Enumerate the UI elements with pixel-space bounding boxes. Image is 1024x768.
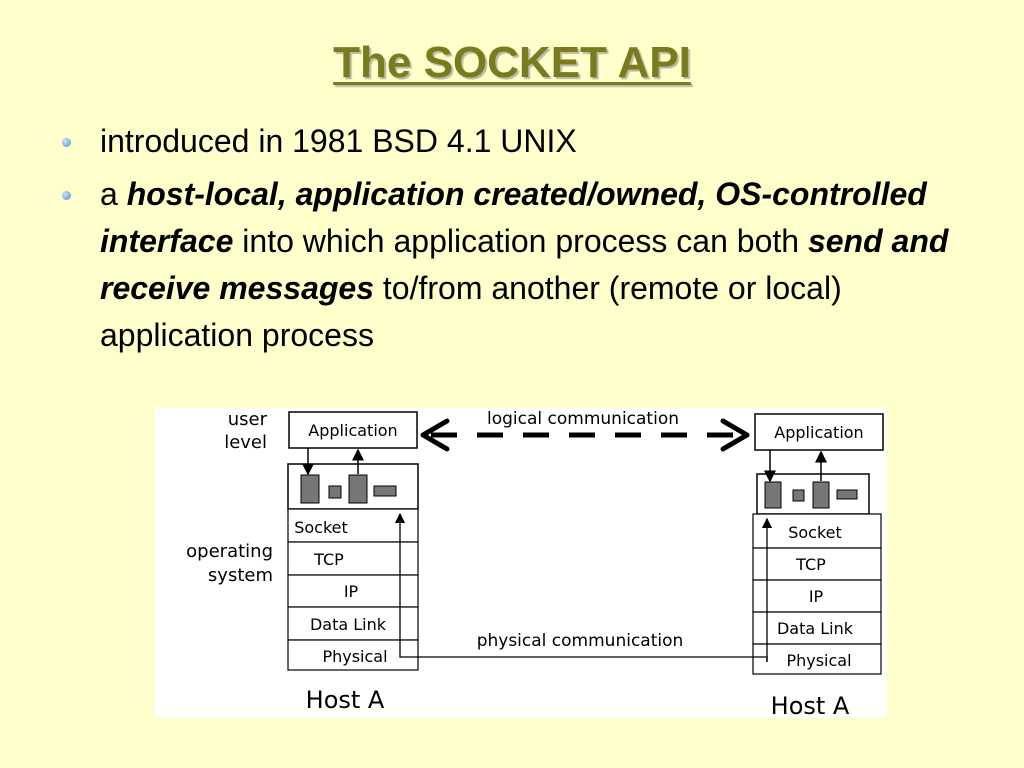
left-block-2 (328, 485, 342, 499)
logical-communication-arrow: logical communication (420, 409, 750, 452)
user-level-label-1: user (228, 409, 268, 430)
right-application-box (754, 413, 884, 451)
bullet-list: introduced in 1981 BSD 4.1 UNIX a host-l… (60, 118, 960, 365)
socket-diagram: user level operating system Application … (155, 408, 887, 720)
right-block-3 (812, 481, 830, 509)
slide-title: The SOCKET API (333, 38, 691, 87)
left-layer-socket: Socket (294, 518, 348, 537)
bullet-text: introduced in 1981 BSD 4.1 UNIX (100, 123, 577, 159)
left-layer-datalink: Data Link (310, 615, 387, 634)
right-block-4 (836, 489, 858, 500)
left-layer-physical: Physical (322, 647, 387, 666)
physical-communication-line: physical communication (399, 631, 768, 662)
physical-communication-label: physical communication (477, 631, 684, 651)
bullet-item-1: introduced in 1981 BSD 4.1 UNIX (60, 118, 960, 165)
right-layer-datalink: Data Link (777, 619, 854, 638)
left-host-label: Host A (306, 686, 385, 714)
left-block-4 (373, 485, 397, 497)
left-layer-tcp: TCP (313, 550, 344, 569)
os-label-2: system (208, 565, 273, 586)
left-layer-ip: IP (344, 582, 359, 601)
os-label-1: operating (186, 541, 273, 562)
right-layer-tcp: TCP (795, 555, 826, 574)
bullet-text-part: into which application process can both (233, 223, 808, 259)
logical-communication-label: logical communication (487, 409, 679, 429)
right-layer-ip: IP (809, 587, 824, 606)
right-host-stack: Application Socket TCP IP Data Link Phys… (752, 413, 884, 720)
left-application-box (288, 411, 418, 449)
bullet-dot-icon (62, 138, 71, 147)
bullet-emphasis: host-local, application created/owned, O… (100, 176, 927, 259)
bullet-item-2: a host-local, application created/owned,… (60, 171, 960, 359)
right-layer-physical: Physical (786, 651, 851, 670)
left-block-1 (300, 474, 320, 504)
right-block-2 (792, 489, 805, 502)
bullet-dot-icon (62, 191, 71, 200)
left-block-3 (348, 474, 368, 504)
bullet-emphasis: send and receive messages (100, 223, 949, 306)
right-host-label: Host A (771, 692, 850, 718)
left-host-stack: Application Socket TCP IP Data Link Phys… (287, 411, 419, 714)
bullet-text-part: a (100, 176, 127, 212)
user-level-label-2: level (224, 432, 267, 453)
left-application-label: Application (308, 421, 397, 440)
right-block-1 (764, 481, 782, 509)
right-layer-socket: Socket (788, 523, 842, 542)
right-application-label: Application (774, 423, 863, 442)
bullet-text-part: to/from another (remote or local) applic… (100, 270, 842, 353)
